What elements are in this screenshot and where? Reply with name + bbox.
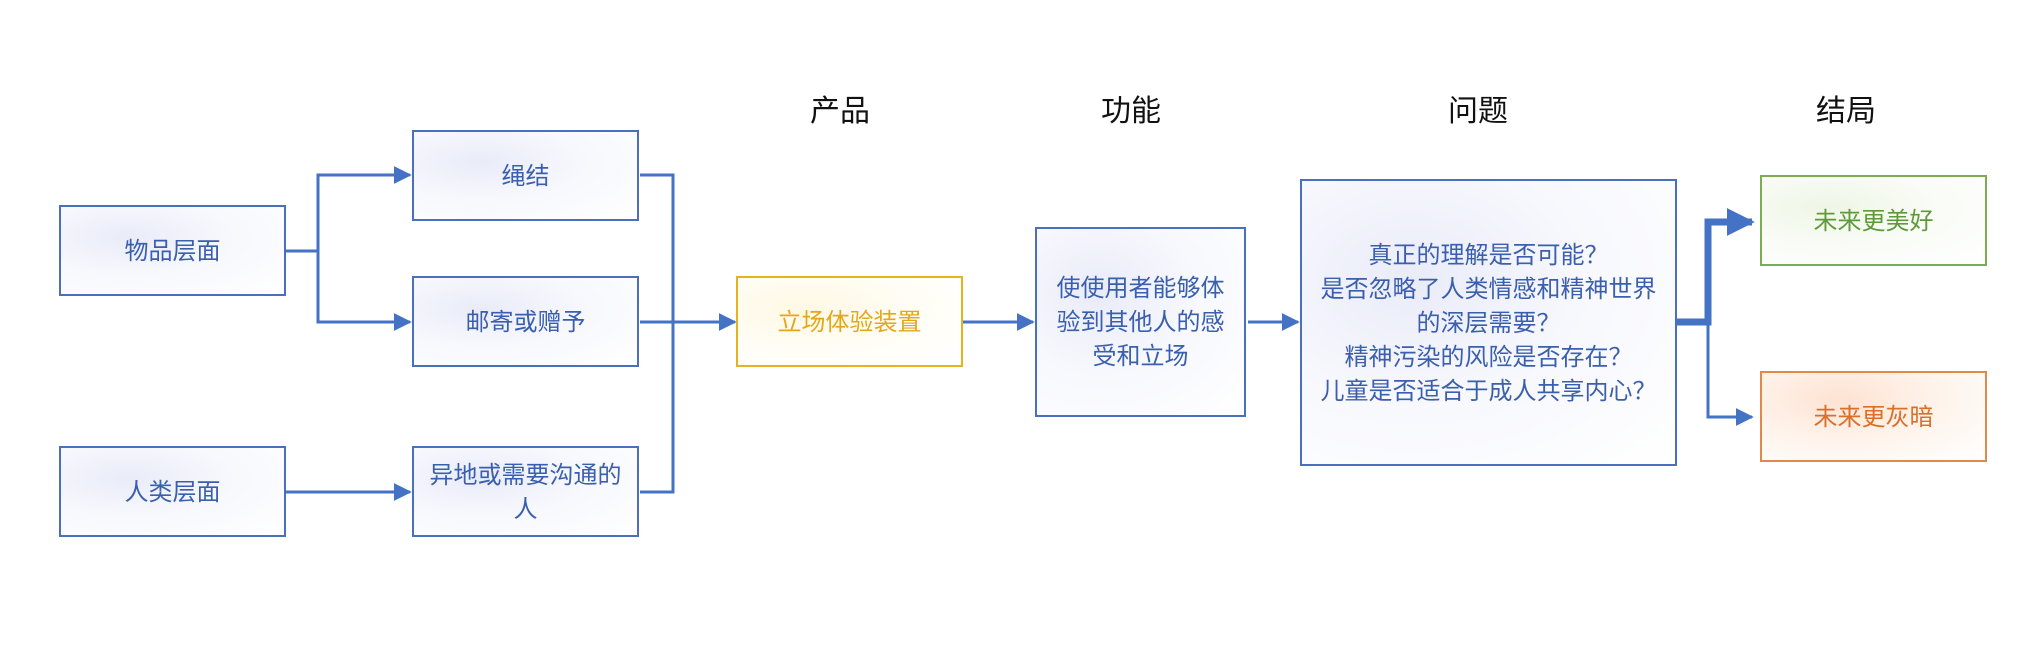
node-questions: 真正的理解是否可能？ 是否忽略了人类情感和精神世界的深层需要？ 精神污染的风险是… [1300,179,1677,466]
connector-question-to-better [1674,208,1755,326]
node-knot: 绳结 [412,130,639,221]
header-outcome: 结局 [1816,94,1876,129]
header-question: 问题 [1448,94,1508,129]
node-object-level-label: 物品层面 [124,236,221,265]
node-human-level-label: 人类层面 [124,477,221,506]
node-function-label: 使使用者能够体验到其他人的感受和立场 [1056,274,1225,370]
node-knot-label: 绳结 [501,161,550,190]
node-mail-gift: 邮寄或赠予 [412,276,639,367]
header-function: 功能 [1101,94,1161,129]
node-human-level: 人类层面 [59,446,286,537]
node-future-better-label: 未来更美好 [1813,206,1934,235]
question-item: 儿童是否适合于成人共享内心？ [1320,376,1657,405]
node-future-darker-label: 未来更灰暗 [1813,402,1934,431]
question-item: 真正的理解是否可能？ [1368,240,1609,269]
header-product: 产品 [810,94,870,129]
connector-object-to-mail [316,251,412,331]
node-remote-people: 异地或需要沟通的人 [412,446,639,537]
node-future-darker: 未来更灰暗 [1760,371,1987,462]
node-stance-device: 立场体验装置 [736,276,963,367]
node-future-better: 未来更美好 [1760,175,1987,266]
connector-question-to-darker [1706,322,1754,426]
node-stance-device-label: 立场体验装置 [777,307,922,336]
node-object-level: 物品层面 [59,205,286,296]
node-mail-gift-label: 邮寄或赠予 [465,307,586,336]
question-item: 精神污染的风险是否存在？ [1344,342,1633,371]
connector-knot-bracket [640,173,675,494]
question-item: 是否忽略了人类情感和精神世界的深层需要？ [1320,274,1657,337]
connector-object-to-knot [286,166,412,253]
node-function: 使使用者能够体验到其他人的感受和立场 [1035,227,1246,417]
node-remote-people-label: 异地或需要沟通的人 [429,460,622,523]
